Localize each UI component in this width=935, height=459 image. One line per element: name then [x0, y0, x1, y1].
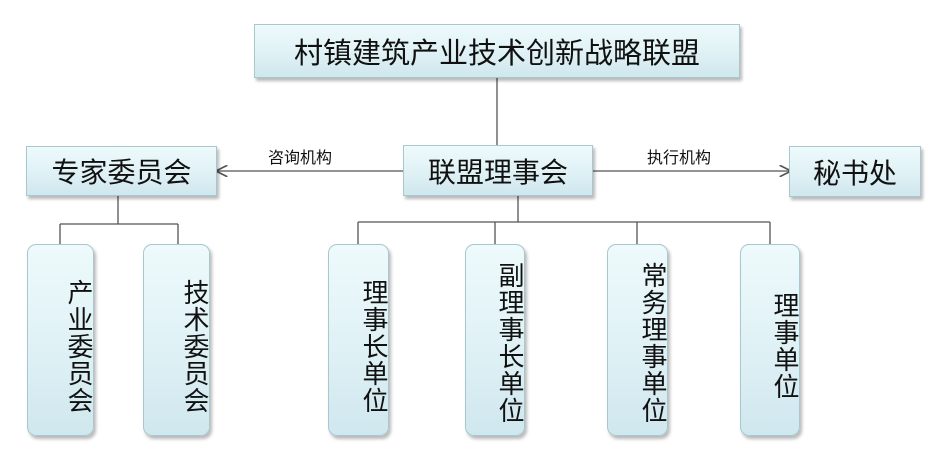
- council-member-box: 常务理事单位: [607, 244, 668, 436]
- council-member-label: 理事长单位: [358, 278, 388, 414]
- expert-committee-box: 专家委员会: [26, 146, 217, 196]
- alliance-title-box: 村镇建筑产业技术创新战略联盟: [254, 24, 740, 78]
- alliance-title: 村镇建筑产业技术创新战略联盟: [293, 36, 700, 70]
- council-box: 联盟理事会: [403, 145, 593, 196]
- council-member-box: 理事单位: [740, 244, 800, 436]
- council-member-box: 副理事长单位: [465, 244, 525, 436]
- executive-edge-label: 执行机构: [647, 148, 712, 167]
- secretariat-label: 秘书处: [812, 156, 897, 190]
- sub-committee-box: 技术委员会: [143, 244, 210, 436]
- secretariat-box: 秘书处: [789, 146, 921, 197]
- council-member-label: 理事单位: [769, 292, 799, 400]
- council-member-box: 理事长单位: [328, 244, 389, 436]
- advisory-edge-label: 咨询机构: [268, 148, 333, 167]
- sub-committee-label: 技术委员会: [179, 278, 209, 414]
- council-member-label: 副理事长单位: [494, 262, 524, 424]
- council-label: 联盟理事会: [427, 155, 568, 189]
- sub-committee-label: 产业委员会: [63, 278, 93, 414]
- expert-committee-label: 专家委员会: [51, 156, 192, 189]
- sub-committee-box: 产业委员会: [27, 244, 94, 436]
- council-member-label: 常务理事单位: [637, 262, 667, 424]
